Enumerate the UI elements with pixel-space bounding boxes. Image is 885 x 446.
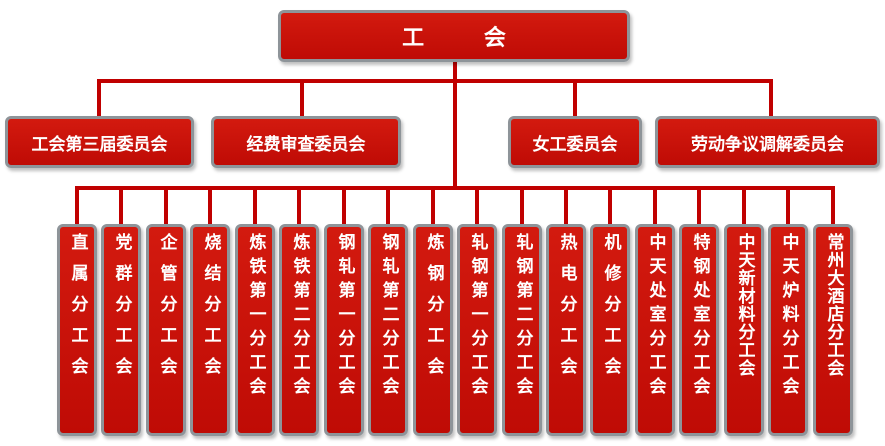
connector-branch-bus xyxy=(77,186,833,190)
connector-branch-3 xyxy=(164,186,168,226)
connector-branch-14 xyxy=(653,186,657,226)
branch-label: 烧结分工会 xyxy=(200,233,221,388)
connector-branch-7 xyxy=(342,186,346,226)
root-label: 工 会 xyxy=(402,26,532,51)
branch-label: 中天炉料分工会 xyxy=(778,233,799,401)
committee-label: 劳动争议调解委员会 xyxy=(691,134,844,155)
committee-node-1: 工会第三届委员会 xyxy=(5,116,194,168)
connector-branch-8 xyxy=(386,186,390,226)
connector-committee-bus xyxy=(97,79,773,83)
committee-node-4: 劳动争议调解委员会 xyxy=(655,116,880,168)
branch-label: 直属分工会 xyxy=(67,233,88,388)
branch-node-10: 轧钢第一分工会 xyxy=(457,224,497,436)
connector-branch-4 xyxy=(208,186,212,226)
connector-branch-18 xyxy=(831,186,835,226)
committee-label: 经费审查委员会 xyxy=(246,134,366,155)
branch-node-14: 中天处室分工会 xyxy=(635,224,675,436)
connector-c2 xyxy=(300,79,304,117)
connector-root-down xyxy=(453,60,457,190)
committee-node-3: 女工委员会 xyxy=(508,116,642,168)
branch-label: 热电分工会 xyxy=(556,233,577,388)
branch-node-13: 机修分工会 xyxy=(590,224,630,436)
connector-branch-2 xyxy=(119,186,123,226)
connector-branch-5 xyxy=(253,186,257,226)
connector-branch-13 xyxy=(608,186,612,226)
branch-label: 中天新材料分工会 xyxy=(734,233,755,377)
branch-label: 常州大酒店分工会 xyxy=(823,233,844,377)
branch-label: 炼钢分工会 xyxy=(423,233,444,388)
branch-node-9: 炼钢分工会 xyxy=(413,224,453,436)
connector-c1 xyxy=(97,79,101,117)
branch-label: 钢轧第一分工会 xyxy=(334,233,355,401)
connector-branch-11 xyxy=(520,186,524,226)
branch-node-3: 企管分工会 xyxy=(146,224,186,436)
branch-node-18: 常州大酒店分工会 xyxy=(813,224,853,436)
branch-node-1: 直属分工会 xyxy=(57,224,97,436)
branch-label: 机修分工会 xyxy=(600,233,621,388)
connector-branch-17 xyxy=(786,186,790,226)
branch-label: 炼铁第二分工会 xyxy=(289,233,310,401)
connector-branch-16 xyxy=(742,186,746,226)
branch-node-4: 烧结分工会 xyxy=(190,224,230,436)
branch-label: 轧钢第一分工会 xyxy=(467,233,488,401)
branch-node-16: 中天新材料分工会 xyxy=(724,224,764,436)
connector-branch-6 xyxy=(297,186,301,226)
committee-label: 女工委员会 xyxy=(532,134,618,155)
root-node: 工 会 xyxy=(278,10,630,62)
branch-label: 炼铁第一分工会 xyxy=(245,233,266,401)
connector-branch-12 xyxy=(564,186,568,226)
branch-node-11: 轧钢第二分工会 xyxy=(502,224,542,436)
committee-node-2: 经费审查委员会 xyxy=(211,116,401,168)
committee-label: 工会第三届委员会 xyxy=(31,134,168,155)
branch-node-5: 炼铁第一分工会 xyxy=(235,224,275,436)
connector-c4 xyxy=(769,79,773,117)
branch-label: 特钢处室分工会 xyxy=(689,233,710,401)
connector-branch-10 xyxy=(475,186,479,226)
branch-node-8: 钢轧第二分工会 xyxy=(368,224,408,436)
branch-node-2: 党群分工会 xyxy=(101,224,141,436)
connector-branch-1 xyxy=(75,186,79,226)
connector-branch-9 xyxy=(431,186,435,226)
branch-node-6: 炼铁第二分工会 xyxy=(279,224,319,436)
branch-node-12: 热电分工会 xyxy=(546,224,586,436)
connector-c3 xyxy=(573,79,577,117)
branch-node-7: 钢轧第一分工会 xyxy=(324,224,364,436)
branch-node-17: 中天炉料分工会 xyxy=(768,224,808,436)
branch-label: 企管分工会 xyxy=(156,233,177,388)
connector-branch-15 xyxy=(697,186,701,226)
branch-node-15: 特钢处室分工会 xyxy=(679,224,719,436)
branch-label: 钢轧第二分工会 xyxy=(378,233,399,401)
branch-label: 轧钢第二分工会 xyxy=(512,233,533,401)
branch-label: 党群分工会 xyxy=(111,233,132,388)
branch-label: 中天处室分工会 xyxy=(645,233,666,401)
